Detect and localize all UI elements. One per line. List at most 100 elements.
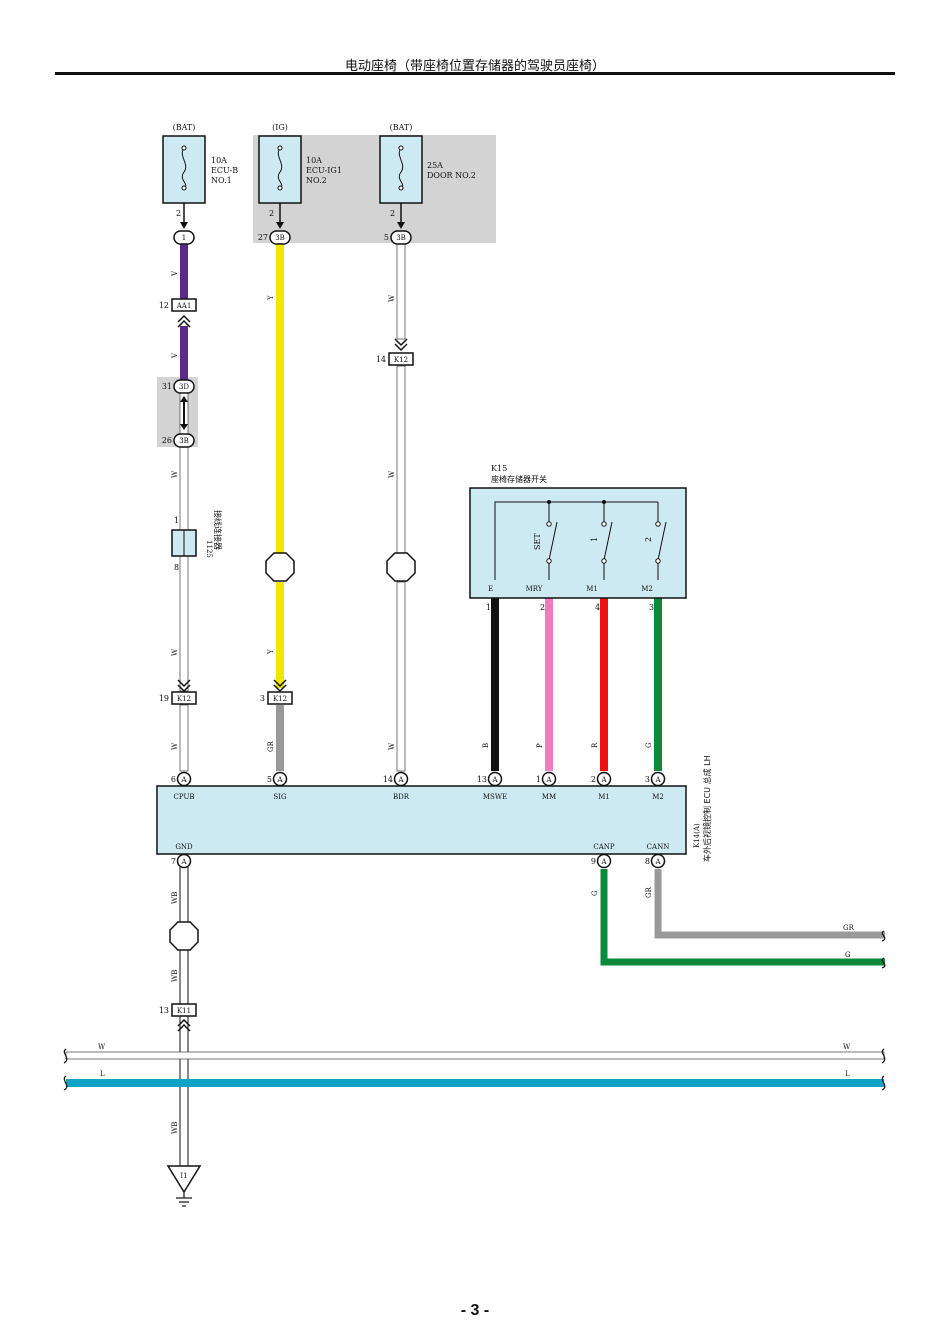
wire-label: W (171, 742, 179, 750)
wire-label: W (388, 470, 396, 478)
svg-text:CANP: CANP (593, 843, 615, 851)
wire-label: V (171, 270, 179, 277)
connector-3b-27: 3B 27 (258, 230, 291, 245)
wire-label: G (645, 742, 653, 748)
wire-label: G (845, 951, 851, 959)
wire-label: W (171, 470, 179, 478)
connector-k11: K11 13 (159, 1003, 197, 1032)
svg-text:AA1: AA1 (176, 302, 192, 310)
svg-text:A: A (545, 776, 552, 784)
connector-k12-3: K12 3 (260, 679, 293, 705)
fuse-rating: 10A (211, 156, 227, 165)
wire-white-col3 (396, 243, 406, 772)
svg-text:14: 14 (383, 775, 393, 784)
wire-label: L (100, 1070, 105, 1078)
fuse-pin: 2 (390, 209, 395, 218)
fuse-name: ECU-IG1 (306, 166, 342, 175)
svg-text:车外后视镜控制 ECU 总成 LH: 车外后视镜控制 ECU 总成 LH (702, 755, 712, 862)
svg-text:K12: K12 (273, 695, 287, 703)
svg-text:2: 2 (540, 603, 545, 612)
wire-label: GR (843, 924, 855, 932)
svg-text:GND: GND (175, 843, 193, 851)
svg-text:CPUB: CPUB (174, 793, 195, 801)
svg-text:A: A (600, 858, 607, 866)
svg-text:9: 9 (591, 857, 596, 866)
wire-label: WB (171, 892, 179, 904)
svg-text:5: 5 (384, 233, 389, 242)
page-number: - 3 - (460, 1302, 490, 1319)
svg-text:3: 3 (645, 775, 650, 784)
svg-text:A: A (397, 776, 404, 784)
ecu-pin-mswe: A 13 MSWE (477, 771, 507, 801)
svg-text:A: A (654, 776, 661, 784)
wire-yellow-1 (276, 244, 284, 554)
wire-label: P (536, 743, 544, 748)
fuse-pin: 2 (269, 209, 274, 218)
connector-k12-19: K12 19 (159, 679, 197, 705)
wire-cann-gray (654, 869, 885, 939)
svg-text:M1: M1 (598, 793, 610, 801)
ecu-pin-gnd: GND A 7 (171, 843, 193, 869)
fuse-source: (BAT) (390, 123, 413, 132)
fuse-rating: 10A (306, 156, 322, 165)
drop-arrows (180, 222, 405, 229)
svg-text:座椅存储器开关: 座椅存储器开关 (491, 474, 547, 484)
ecu-pin-sig: A 5 SIG (267, 771, 288, 801)
wire-yellow-2 (276, 582, 284, 688)
bus-white (65, 1051, 885, 1060)
splice-wb (169, 921, 199, 951)
wire-label: Y (267, 295, 275, 301)
svg-text:1125: 1125 (205, 540, 213, 558)
wire-canp-green (600, 869, 885, 966)
wire-violet-1 (180, 244, 188, 299)
svg-text:8: 8 (645, 857, 650, 866)
mirror-control-ecu-k14: K14(A) 车外后视镜控制 ECU 总成 LH (156, 755, 712, 862)
wire-label: WB (171, 1122, 179, 1134)
svg-text:K14(A): K14(A) (693, 823, 701, 848)
svg-text:19: 19 (159, 694, 169, 703)
wire-violet-2 (180, 326, 188, 380)
page-title: 电动座椅（带座椅位置存储器的驾驶员座椅） (344, 59, 605, 74)
fuse-ecu-b: (BAT) 10A ECU-B NO.1 2 (162, 123, 238, 218)
svg-text:K15: K15 (491, 464, 507, 473)
wire-label: R (591, 742, 599, 748)
ecu-bottom-pins: GND A 7 CANP A 9 CANN A 8 (171, 843, 670, 869)
svg-text:12: 12 (159, 301, 169, 310)
svg-text:2: 2 (644, 537, 653, 542)
wire-label: W (388, 742, 396, 750)
connector-3d-31: 3D 31 (162, 379, 195, 394)
svg-text:1: 1 (182, 234, 186, 242)
fuse-source: (BAT) (173, 123, 196, 132)
splice-points (169, 552, 416, 951)
wire-label: WB (171, 970, 179, 982)
connector-3b-5: 3B 5 (384, 230, 412, 245)
junction-connector-1125: 1 8 1125 接线连接器 (171, 510, 223, 572)
svg-text:I1: I1 (180, 1172, 187, 1180)
svg-text:26: 26 (162, 436, 172, 445)
svg-text:CANN: CANN (647, 843, 670, 851)
svg-text:SIG: SIG (273, 793, 287, 801)
ecu-pin-canp: CANP A 9 (591, 843, 615, 869)
bus-blue (66, 1079, 884, 1087)
wire-color-labels: V V W W W Y Y GR W W W B P R G WB WB WB … (98, 270, 855, 1134)
svg-text:MSWE: MSWE (483, 793, 507, 801)
fuse-name2: NO.2 (306, 176, 327, 185)
header-rule (55, 72, 895, 75)
svg-text:31: 31 (162, 382, 172, 391)
wire-pink (545, 598, 553, 771)
svg-text:A: A (180, 858, 187, 866)
svg-text:BDR: BDR (393, 793, 410, 801)
svg-text:A: A (654, 858, 661, 866)
svg-text:M1: M1 (586, 585, 598, 593)
svg-text:A: A (600, 776, 607, 784)
svg-text:K12: K12 (177, 695, 191, 703)
connector-3b-26: 3B 26 (162, 433, 195, 448)
svg-text:3: 3 (649, 603, 654, 612)
fuse-name2: NO.1 (211, 176, 232, 185)
ecu-pin-cann: CANN A 8 (645, 843, 670, 869)
svg-text:A: A (276, 776, 283, 784)
wire-label: GR (267, 740, 275, 752)
wire-black (491, 598, 499, 771)
bus-breaks (63, 930, 886, 1091)
